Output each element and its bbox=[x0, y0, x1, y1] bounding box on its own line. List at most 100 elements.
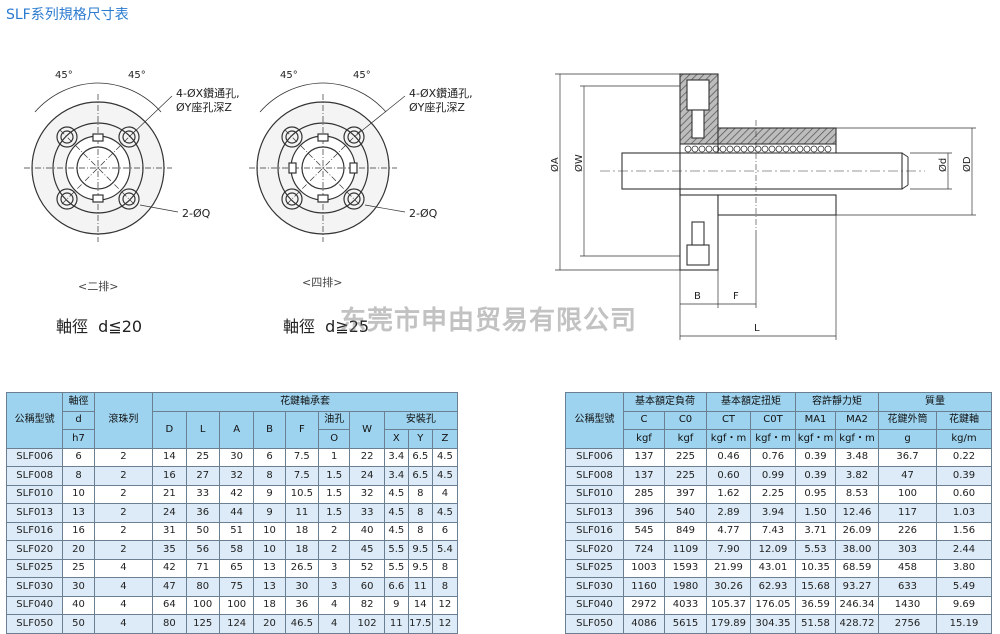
dim-cell: 3.4 bbox=[383, 466, 409, 486]
load-cell: 15.68 bbox=[795, 577, 836, 597]
th-F: F bbox=[284, 410, 320, 449]
th2-sleeve: 花鍵外筒 bbox=[878, 410, 937, 430]
load-cell: 0.22 bbox=[936, 447, 992, 467]
dim-cell: 82 bbox=[349, 595, 385, 615]
load-cell: 117 bbox=[878, 503, 937, 523]
load-cell: 36.59 bbox=[795, 595, 836, 615]
dim-cell: 11 bbox=[383, 614, 409, 634]
dim-cell: 52 bbox=[349, 558, 385, 578]
dim-cell: SLF016 bbox=[5, 521, 64, 541]
load-cell: 30.26 bbox=[706, 577, 751, 597]
angle-label-1: 45° bbox=[55, 70, 73, 81]
dim-cell: 25 bbox=[185, 447, 220, 467]
load-cell: 396 bbox=[623, 503, 665, 523]
dim-cell: 6.6 bbox=[383, 577, 409, 597]
dim-cell: 75 bbox=[218, 577, 255, 597]
hole-note-left-2: ØY座孔深Z bbox=[176, 100, 232, 114]
dim-cell: 42 bbox=[152, 558, 187, 578]
load-cell: 226 bbox=[878, 521, 937, 541]
caption-two-row: <二排> bbox=[78, 280, 119, 293]
load-cell: 1003 bbox=[623, 558, 665, 578]
load-cell: 0.39 bbox=[795, 466, 836, 486]
load-cell: SLF030 bbox=[565, 577, 624, 597]
dim-cell: 2 bbox=[93, 466, 154, 486]
dim-cell: 17.5 bbox=[407, 614, 433, 634]
dim-cell: 2 bbox=[93, 521, 154, 541]
dim-cell: SLF040 bbox=[5, 595, 64, 615]
dim-cell: 30 bbox=[62, 577, 95, 597]
th2-unit-C0: kgf bbox=[664, 429, 707, 449]
dim-cell: 5.4 bbox=[431, 540, 459, 560]
dim-cell: 2 bbox=[93, 484, 154, 504]
load-cell: 2972 bbox=[623, 595, 665, 615]
dim-cell: 9 bbox=[253, 484, 286, 504]
dim-cell: 1.5 bbox=[318, 484, 351, 504]
load-cell: 93.27 bbox=[835, 577, 879, 597]
dim-cell: 33 bbox=[349, 503, 385, 523]
load-cell: 1160 bbox=[623, 577, 665, 597]
th2-load: 基本額定負荷 bbox=[623, 392, 707, 412]
dim-cell: 13 bbox=[62, 503, 95, 523]
dim-cell: SLF013 bbox=[5, 503, 64, 523]
dim-cell: 3 bbox=[318, 577, 351, 597]
load-cell: 225 bbox=[664, 447, 707, 467]
dim-cell: 80 bbox=[185, 577, 220, 597]
dim-cell: 51 bbox=[218, 521, 255, 541]
dim-cell: 44 bbox=[218, 503, 255, 523]
dim-cell: 102 bbox=[349, 614, 385, 634]
load-cell: 0.39 bbox=[795, 447, 836, 467]
dim-cell: 47 bbox=[152, 577, 187, 597]
th2-unit-shaft: kg/m bbox=[936, 429, 992, 449]
dim-cell: 4 bbox=[93, 614, 154, 634]
th-O: O bbox=[318, 429, 351, 449]
load-cell: 100 bbox=[878, 484, 937, 504]
load-cell: SLF008 bbox=[565, 466, 624, 486]
load-cell: 1.56 bbox=[936, 521, 992, 541]
dim-cell: SLF050 bbox=[5, 614, 64, 634]
dim-cell: 8 bbox=[407, 484, 433, 504]
dim-cell: 36 bbox=[185, 503, 220, 523]
dim-cell: 6.5 bbox=[407, 447, 433, 467]
load-cell: 540 bbox=[664, 503, 707, 523]
load-cell: 7.43 bbox=[750, 521, 796, 541]
load-cell: 15.19 bbox=[936, 614, 992, 634]
load-cell: 285 bbox=[623, 484, 665, 504]
shaft-range-left: 軸徑 d≦20 bbox=[56, 317, 143, 336]
dim-B-label: B bbox=[694, 291, 701, 302]
load-cell: 4.77 bbox=[706, 521, 751, 541]
angle-label-2: 45° bbox=[128, 70, 146, 81]
side-section-view bbox=[555, 73, 976, 340]
dim-cell: 65 bbox=[218, 558, 255, 578]
load-cell: SLF050 bbox=[565, 614, 624, 634]
th-A: A bbox=[218, 410, 255, 449]
technical-drawing: 45° 45° 45° 45° 4-ØX鑽通孔, ØY座孔深Z 4-ØX鑽通孔,… bbox=[24, 70, 976, 340]
dim-F-label: F bbox=[733, 291, 739, 302]
dim-cell: 11 bbox=[407, 577, 433, 597]
hole-note-left-1: 4-ØX鑽通孔, bbox=[176, 86, 240, 100]
dim-cell: 9.5 bbox=[407, 540, 433, 560]
th-h7: h7 bbox=[62, 429, 95, 449]
load-cell: 1.03 bbox=[936, 503, 992, 523]
dim-D-label: ØD bbox=[961, 156, 973, 172]
dim-cell: 25 bbox=[62, 558, 95, 578]
load-cell: 179.89 bbox=[706, 614, 751, 634]
th-mount: 安裝孔 bbox=[383, 410, 459, 430]
dim-d-label: Ød bbox=[937, 158, 949, 172]
dim-cell: 10.5 bbox=[284, 484, 320, 504]
th2-MA2: MA2 bbox=[835, 410, 879, 430]
dim-cell: 50 bbox=[62, 614, 95, 634]
dim-cell: 1 bbox=[318, 447, 351, 467]
th2-CT: CT bbox=[706, 410, 751, 430]
th-Y: Y bbox=[407, 429, 433, 449]
load-cell: 8.53 bbox=[835, 484, 879, 504]
dim-cell: 8 bbox=[407, 503, 433, 523]
